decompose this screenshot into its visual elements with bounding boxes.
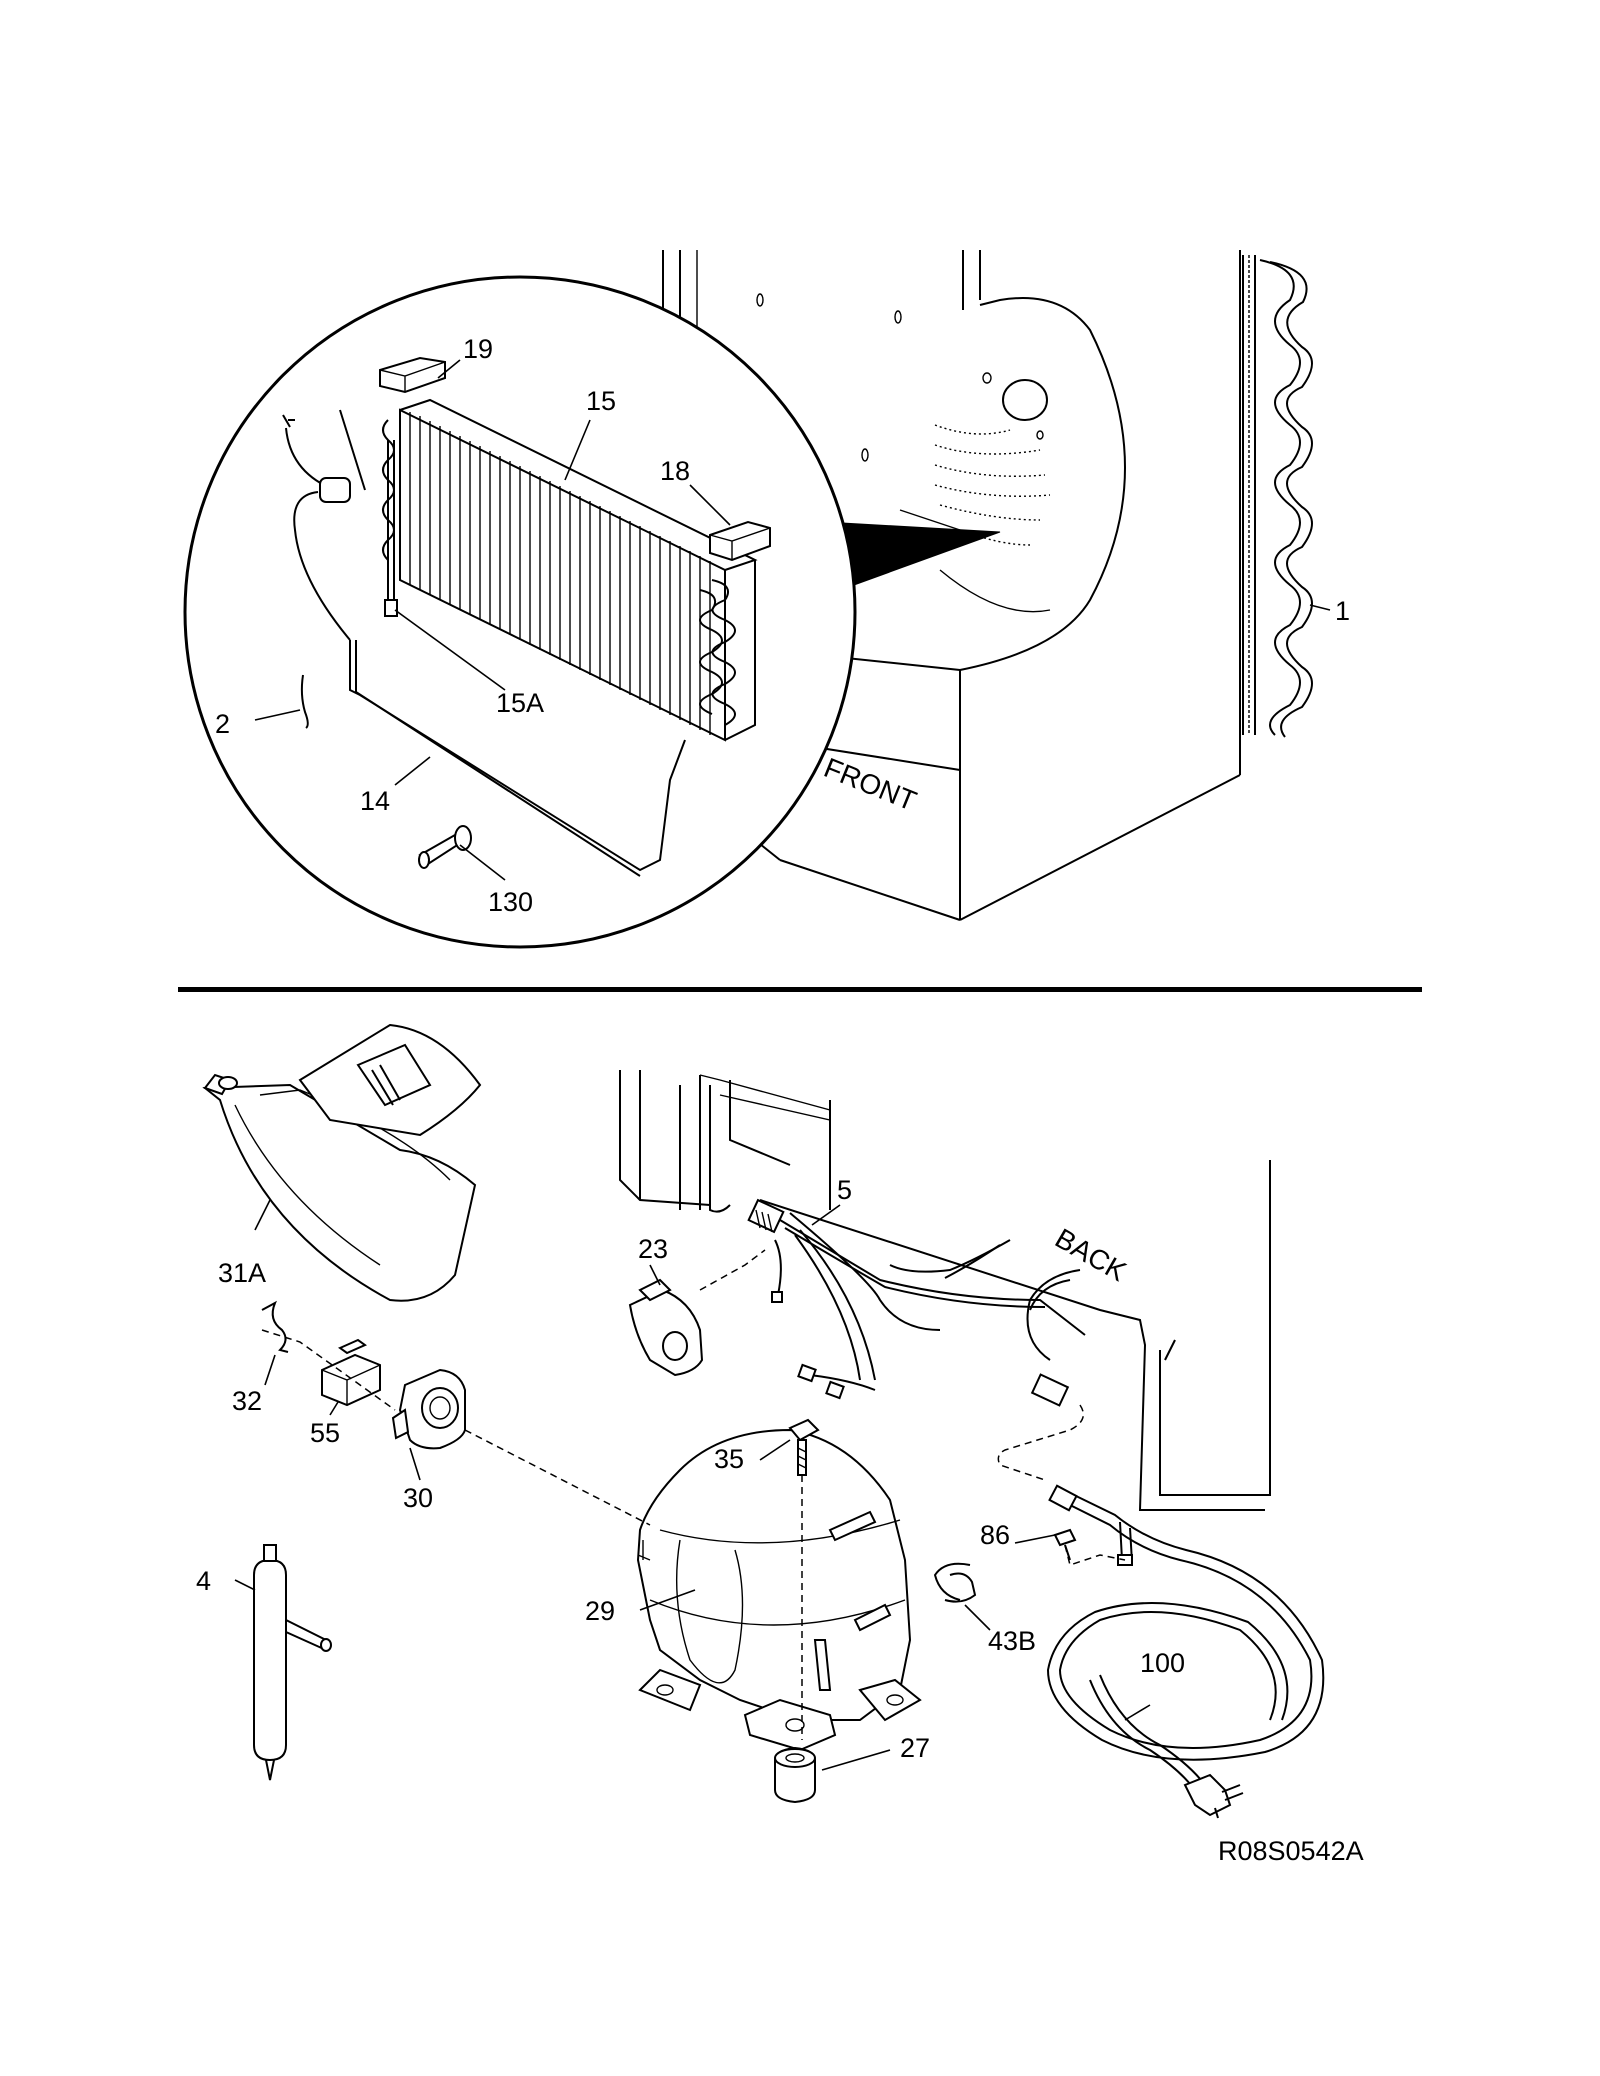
grommet-part-130 bbox=[418, 825, 472, 869]
callout-55: 55 bbox=[310, 1418, 340, 1448]
drawing-number: R08S0542A bbox=[1218, 1836, 1364, 1866]
callout-29: 29 bbox=[585, 1596, 615, 1626]
callout-43b: 43B bbox=[988, 1626, 1036, 1656]
callout-23: 23 bbox=[638, 1234, 668, 1264]
overload-part-30 bbox=[391, 1368, 466, 1450]
callout-31a: 31A bbox=[218, 1258, 266, 1288]
grommet-part-27 bbox=[774, 1746, 816, 1804]
wire-harness bbox=[747, 1198, 1086, 1407]
clamp-part-43b bbox=[933, 1562, 977, 1603]
bolt-part-35 bbox=[788, 1418, 820, 1476]
callout-19: 19 bbox=[463, 334, 493, 364]
relay-part-55 bbox=[321, 1338, 381, 1407]
callout-5: 5 bbox=[837, 1175, 852, 1205]
callout-32: 32 bbox=[232, 1386, 262, 1416]
callout-100: 100 bbox=[1140, 1648, 1185, 1678]
callout-15a: 15A bbox=[496, 688, 544, 718]
insulation-block-18 bbox=[709, 520, 771, 562]
filter-drier bbox=[253, 1544, 332, 1781]
callout-30: 30 bbox=[403, 1483, 433, 1513]
callout-35: 35 bbox=[714, 1444, 744, 1474]
evaporator bbox=[382, 398, 758, 742]
condenser-coil bbox=[1242, 255, 1313, 738]
callout-14: 14 bbox=[360, 786, 390, 816]
fan-motor-part-23 bbox=[628, 1278, 704, 1377]
clip-part-32 bbox=[261, 1300, 289, 1353]
clip-part-2 bbox=[300, 674, 309, 729]
insulation-block-19 bbox=[379, 356, 446, 394]
callout-4: 4 bbox=[196, 1566, 211, 1596]
callout-130: 130 bbox=[488, 887, 533, 917]
power-cord bbox=[1046, 1484, 1325, 1819]
callout-86: 86 bbox=[980, 1520, 1010, 1550]
cabinet-label-back: BACK bbox=[1050, 1222, 1132, 1287]
drain-pan bbox=[202, 1023, 482, 1302]
evap-wiring bbox=[282, 409, 686, 877]
compressor bbox=[636, 1428, 922, 1752]
callout-27: 27 bbox=[900, 1733, 930, 1763]
callout-1: 1 bbox=[1335, 596, 1350, 626]
section-divider bbox=[178, 987, 1422, 992]
callout-18: 18 bbox=[660, 456, 690, 486]
callout-15: 15 bbox=[586, 386, 616, 416]
callout-2: 2 bbox=[215, 709, 230, 739]
